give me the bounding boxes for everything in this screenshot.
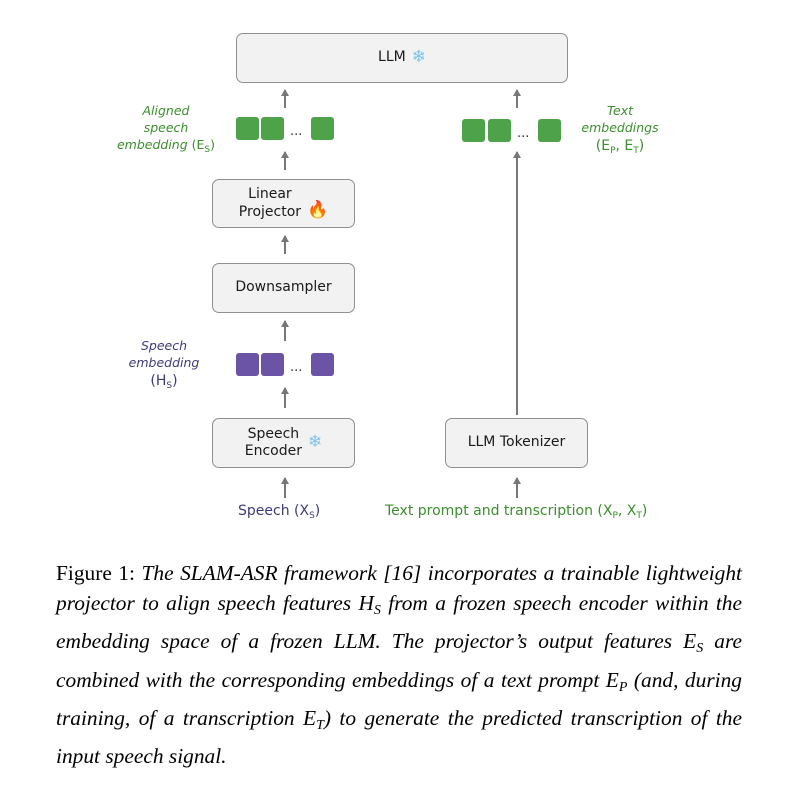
text-ellipsis: ... xyxy=(517,126,530,141)
aligned-embedding-label: Aligned speech embedding (ES) xyxy=(116,103,216,155)
llm-label: LLM xyxy=(378,49,406,66)
text-embeddings-label: Text embeddings (EP, ET) xyxy=(581,103,659,156)
speech-ellipsis: ... xyxy=(290,360,303,375)
text-token-2 xyxy=(488,119,511,142)
speech-encoder-line1: Speech xyxy=(247,425,300,442)
aligned-token-1 xyxy=(236,117,259,140)
linear-projector-line1: Linear xyxy=(248,186,292,202)
caption-prefix: Figure 1: xyxy=(56,561,142,585)
llm-tokenizer-box: LLM Tokenizer xyxy=(445,418,588,468)
text-input-label: Text prompt and transcription (XP, XT) xyxy=(385,503,648,521)
speech-token-3 xyxy=(311,353,334,376)
speech-embedding-label: Speech embedding (HS) xyxy=(128,338,200,391)
aligned-ellipsis: ... xyxy=(290,124,303,139)
fire-icon: 🔥 xyxy=(307,199,329,220)
linear-projector-box: Linear Projector 🔥 xyxy=(212,179,355,228)
figure-caption: Figure 1: The SLAM-ASR framework [16] in… xyxy=(56,561,742,769)
llm-box: LLM ❄ xyxy=(236,33,568,83)
downsampler-box: Downsampler xyxy=(212,263,355,313)
speech-input-label: Speech (XS) xyxy=(238,503,321,521)
downsampler-label: Downsampler xyxy=(235,279,332,296)
aligned-token-3 xyxy=(311,117,334,140)
snowflake-icon: ❄ xyxy=(308,432,323,453)
linear-projector-line2: Projector xyxy=(238,203,302,220)
text-token-3 xyxy=(538,119,561,142)
speech-encoder-box: Speech Encoder ❄ xyxy=(212,418,355,468)
snowflake-icon: ❄ xyxy=(411,47,426,68)
llm-tokenizer-label: LLM Tokenizer xyxy=(467,434,566,451)
speech-token-2 xyxy=(261,353,284,376)
aligned-token-2 xyxy=(261,117,284,140)
text-token-1 xyxy=(462,119,485,142)
speech-encoder-line2: Encoder xyxy=(244,443,302,459)
speech-token-1 xyxy=(236,353,259,376)
